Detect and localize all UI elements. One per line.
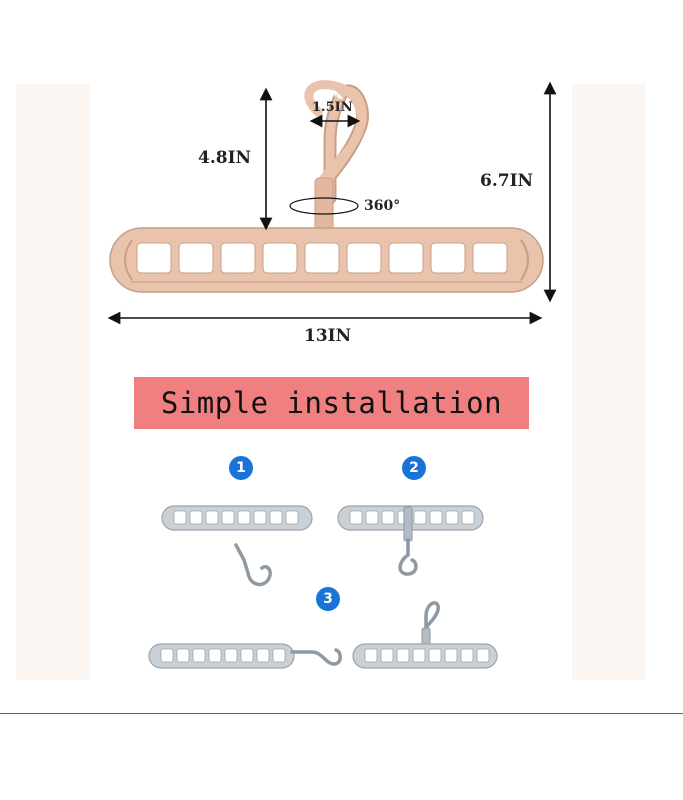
rotation-label: 360° — [364, 198, 401, 214]
hook-height-label: 4.8IN — [198, 148, 252, 168]
step1-illustration — [161, 505, 313, 587]
banner-title: Simple installation — [160, 386, 503, 420]
step2-illustration — [337, 505, 484, 576]
step3-illustration-left — [148, 643, 342, 669]
length-label: 13IN — [304, 326, 352, 346]
divider-line — [0, 713, 683, 714]
step-2-badge: 2 — [402, 456, 426, 480]
total-height-label: 6.7IN — [480, 171, 534, 191]
dimension-arrows — [107, 81, 557, 325]
hanger-main — [109, 80, 544, 293]
step-1-badge: 1 — [229, 456, 253, 480]
step-3-badge: 3 — [316, 587, 340, 611]
installation-banner: Simple installation — [134, 377, 529, 429]
hanger-holes — [136, 242, 508, 274]
step3-illustration-right — [352, 601, 498, 669]
hook-width-label: 1.5IN — [312, 100, 353, 115]
